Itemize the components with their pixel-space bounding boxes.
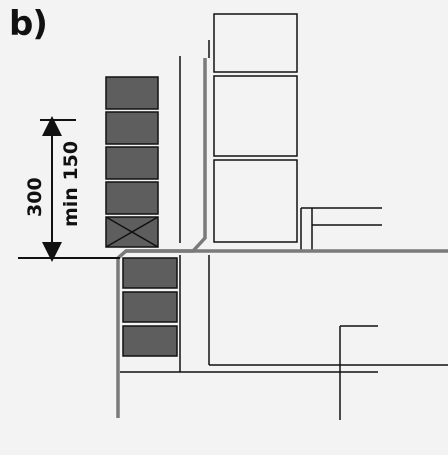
wall-block <box>122 325 178 357</box>
wall-block <box>105 111 159 145</box>
floor-slab <box>300 207 382 250</box>
interior-wall <box>179 13 298 243</box>
wall-block <box>105 181 159 215</box>
upper-wall-blocks <box>105 76 159 248</box>
wall-block <box>122 257 178 289</box>
dimension-min-label: min 150 <box>60 141 82 227</box>
lower-wall-blocks <box>122 257 178 357</box>
dimension-annotation: 300 min 150 <box>24 116 82 262</box>
wall-block <box>122 291 178 323</box>
x-marked-block <box>105 216 159 248</box>
wall-block <box>105 76 159 110</box>
foundation-lines <box>120 255 448 420</box>
wall-block <box>105 146 159 180</box>
dimension-value: 300 <box>24 177 46 217</box>
membrane-lines <box>116 58 448 418</box>
panel-label: b) <box>9 4 48 44</box>
